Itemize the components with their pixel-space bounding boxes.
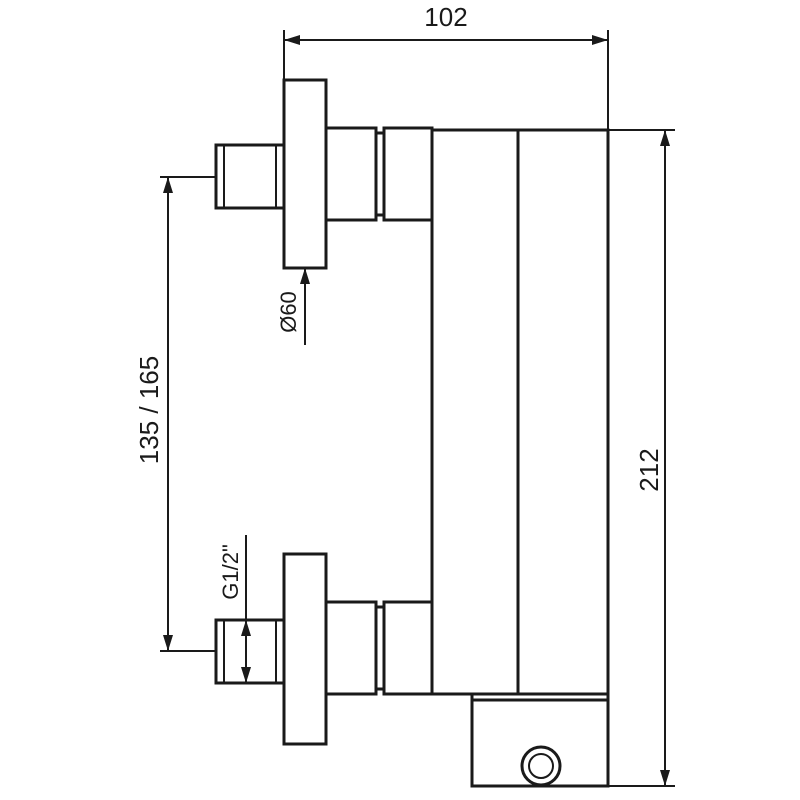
top-nut-1 (324, 126, 378, 222)
height-arrow-top (660, 130, 670, 146)
width-label: 102 (424, 2, 467, 32)
spacing-arrow-top (163, 177, 173, 193)
dimension-width: 102 (283, 2, 609, 130)
thread-arrow-top (241, 620, 251, 636)
bottom-control-housing (470, 694, 610, 788)
top-nut-2 (382, 126, 434, 222)
width-arrow-right (592, 35, 608, 45)
top-fitting (214, 143, 286, 210)
dimension-spacing: 135 / 165 (134, 176, 216, 652)
top-connector (214, 78, 434, 270)
spacing-label: 135 / 165 (134, 356, 164, 464)
width-arrow-left (284, 35, 300, 45)
housing-outline (470, 694, 610, 788)
thread-arrow-bottom (241, 667, 251, 683)
top-flange (282, 78, 328, 270)
bottom-fitting (214, 618, 286, 685)
dimension-flange-diameter: Ø60 (276, 268, 310, 345)
flange-arrow (300, 268, 310, 284)
spacing-arrow-bottom (163, 635, 173, 651)
body-outline (430, 128, 610, 696)
bottom-connector (214, 552, 434, 746)
knob-outer-ring (520, 745, 562, 787)
dimension-thread: G1/2" (218, 535, 251, 683)
height-arrow-bottom (660, 770, 670, 786)
bottom-flange (282, 552, 328, 746)
thread-label: G1/2" (218, 544, 243, 600)
flange-diameter-label: Ø60 (276, 291, 301, 333)
knob-inner-ring (528, 753, 554, 779)
bottom-nut-2 (382, 600, 434, 696)
dimension-height: 212 (608, 129, 675, 787)
height-label: 212 (634, 448, 664, 491)
mixer-body (430, 128, 610, 696)
bottom-nut-1 (324, 600, 378, 696)
